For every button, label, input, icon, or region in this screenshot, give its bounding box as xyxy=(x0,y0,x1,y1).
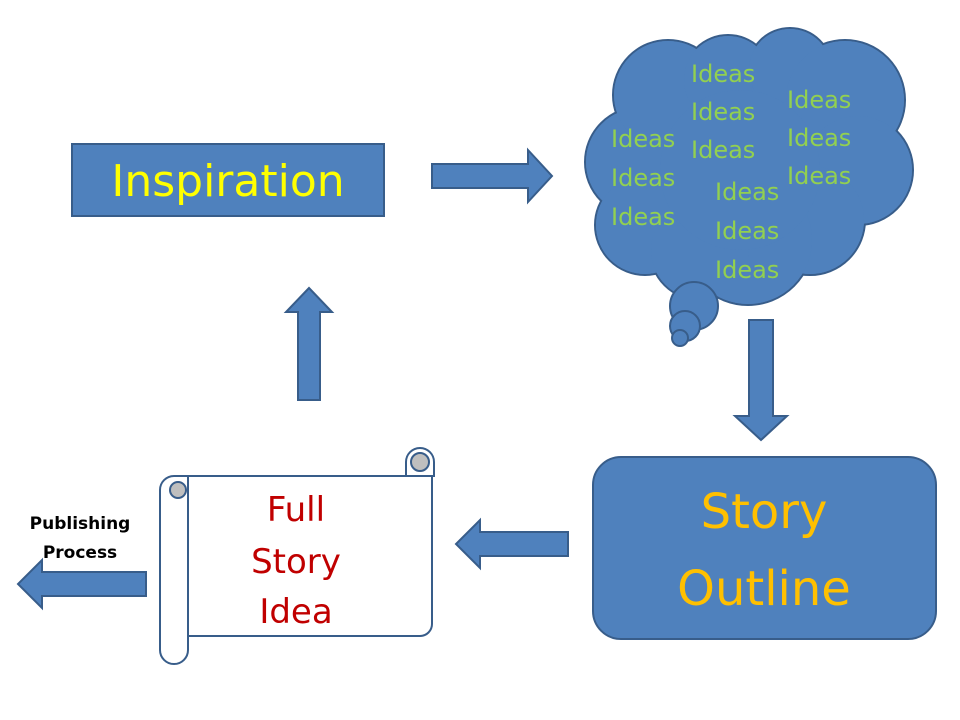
arrow-outline-to-scroll xyxy=(454,517,569,571)
story-outline-label-line1: Story xyxy=(701,484,828,540)
scroll-curl-top-right xyxy=(410,452,430,472)
thought-bubble-small xyxy=(671,329,689,347)
idea-text: Ideas xyxy=(715,217,779,245)
inspiration-box xyxy=(71,143,385,217)
publishing-label-line2: Process xyxy=(43,543,117,563)
arrow-to-publishing xyxy=(16,557,147,611)
idea-text: Ideas xyxy=(715,256,779,284)
idea-text: Ideas xyxy=(691,98,755,126)
idea-text: Ideas xyxy=(787,86,851,114)
scroll-curl-left xyxy=(169,481,187,499)
idea-text: Ideas xyxy=(715,178,779,206)
inspiration-label: Inspiration xyxy=(111,156,344,207)
idea-text: Ideas xyxy=(611,203,675,231)
inspiration-node: Inspiration xyxy=(71,143,385,217)
arrow-scroll-to-inspiration xyxy=(283,286,335,401)
scroll-label-line1: Full xyxy=(267,490,325,530)
story-outline-node: Story Outline xyxy=(592,456,937,640)
idea-text: Ideas xyxy=(787,162,851,190)
publishing-label-line1: Publishing xyxy=(30,514,131,534)
arrow-ideas-to-outline xyxy=(732,319,790,442)
scroll-label-line3: Idea xyxy=(259,592,332,632)
idea-text: Ideas xyxy=(691,60,755,88)
idea-text: Ideas xyxy=(611,164,675,192)
idea-text: Ideas xyxy=(691,136,755,164)
idea-text: Ideas xyxy=(787,124,851,152)
story-outline-box xyxy=(592,456,937,640)
idea-text: Ideas xyxy=(611,125,675,153)
scroll-label-line2: Story xyxy=(251,542,341,582)
full-story-idea-scroll: Full Story Idea xyxy=(159,446,435,665)
arrow-inspiration-to-ideas xyxy=(431,147,554,205)
story-outline-label-line2: Outline xyxy=(677,561,851,617)
ideas-cloud: Ideas Ideas Ideas Ideas Ideas Ideas Idea… xyxy=(584,27,914,347)
